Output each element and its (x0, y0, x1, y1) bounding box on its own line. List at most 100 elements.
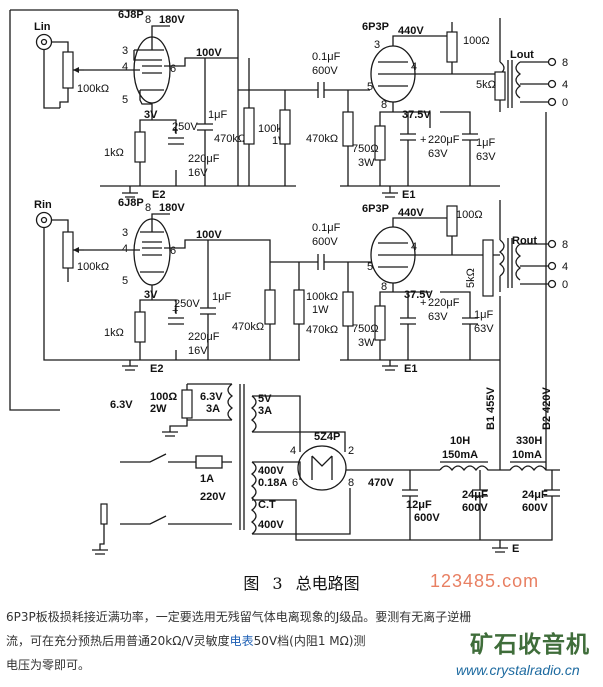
lin-plate-resistor (243, 107, 255, 145)
svg-text:1A: 1A (200, 473, 214, 485)
meter-link[interactable]: 电表 (229, 634, 254, 648)
svg-text:220μF: 220μF (428, 297, 460, 309)
rin-volume-pot (62, 231, 74, 269)
svg-text:470kΩ: 470kΩ (232, 321, 264, 333)
svg-text:5: 5 (367, 261, 373, 273)
svg-text:3: 3 (374, 39, 380, 51)
svg-text:100kΩ: 100kΩ (77, 261, 109, 273)
svg-text:470kΩ: 470kΩ (214, 133, 246, 145)
svg-text:8: 8 (562, 57, 568, 69)
svg-text:250V: 250V (172, 121, 198, 133)
right-channel: Rin 100kΩ 6J8P 8 180V 3 4 6 5 100V 3V 1k… (34, 197, 568, 375)
lin-6j8p-label: 6J8P (118, 9, 144, 21)
svg-text:750Ω: 750Ω (352, 323, 379, 335)
power-supply: 6.3V 100Ω 2W 6.3V 3A 5V 3A 5Z4P 4 2 6 8 … (9, 9, 560, 555)
svg-text:12μF: 12μF (406, 499, 432, 511)
circuit-schematic: Lin 100kΩ 6J8P 8 180V 3 4 6 5 100V 3V 1k… (9, 9, 568, 555)
svg-text:8: 8 (562, 239, 568, 251)
lin-volume-pot (62, 51, 74, 89)
svg-text:16V: 16V (188, 167, 208, 179)
svg-text:2W: 2W (150, 403, 167, 415)
svg-text:1kΩ: 1kΩ (104, 147, 124, 159)
lin-6p3p-label: 6P3P (362, 21, 389, 33)
svg-text:6: 6 (170, 63, 176, 75)
svg-text:63V: 63V (474, 323, 494, 335)
svg-text:4: 4 (411, 241, 417, 253)
svg-text:6.3V: 6.3V (110, 399, 133, 411)
svg-text:6P3P: 6P3P (362, 203, 389, 215)
svg-text:250V: 250V (174, 298, 200, 310)
svg-text:3: 3 (122, 227, 128, 239)
svg-text:100Ω: 100Ω (456, 209, 483, 221)
svg-text:8: 8 (348, 477, 354, 489)
svg-text:+: + (172, 305, 178, 317)
svg-text:3A: 3A (258, 405, 272, 417)
svg-text:+: + (172, 125, 178, 137)
svg-text:5Z4P: 5Z4P (314, 431, 340, 443)
svg-text:1kΩ: 1kΩ (104, 327, 124, 339)
svg-text:1W: 1W (312, 304, 329, 316)
rout-label: Rout (512, 235, 537, 247)
svg-text:600V: 600V (414, 512, 440, 524)
svg-text:4: 4 (122, 61, 128, 73)
svg-text:0.18A: 0.18A (258, 477, 287, 489)
svg-text:E2: E2 (152, 189, 165, 201)
svg-text:C.T: C.T (258, 499, 276, 511)
svg-text:6: 6 (170, 245, 176, 257)
svg-text:400V: 400V (258, 465, 284, 477)
left-channel: Lin 100kΩ 6J8P 8 180V 3 4 6 5 100V 3V 1k… (34, 9, 568, 201)
svg-text:100kΩ: 100kΩ (77, 83, 109, 95)
svg-text:63V: 63V (428, 311, 448, 323)
svg-text:5kΩ: 5kΩ (465, 268, 477, 288)
svg-text:400V: 400V (258, 519, 284, 531)
svg-text:1μF: 1μF (476, 137, 495, 149)
svg-text:100Ω: 100Ω (463, 35, 490, 47)
svg-text:5kΩ: 5kΩ (476, 79, 496, 91)
svg-text:220μF: 220μF (188, 153, 220, 165)
site-logo-url[interactable]: www.crystalradio.cn (456, 662, 580, 678)
svg-text:0.1μF: 0.1μF (312, 222, 341, 234)
svg-text:100Ω: 100Ω (150, 391, 177, 403)
svg-text:220V: 220V (200, 491, 226, 503)
svg-text:100V: 100V (196, 47, 222, 59)
svg-text:470kΩ: 470kΩ (306, 324, 338, 336)
svg-text:E2: E2 (150, 363, 163, 375)
svg-text:5V: 5V (258, 393, 272, 405)
svg-text:0: 0 (562, 279, 568, 291)
svg-text:16V: 16V (188, 345, 208, 357)
svg-text:2: 2 (348, 445, 354, 457)
lin-cathode-750 (374, 125, 386, 161)
svg-text:220μF: 220μF (188, 331, 220, 343)
svg-text:10mA: 10mA (512, 449, 542, 461)
svg-text:4: 4 (411, 61, 417, 73)
article-text: 6P3P板极损耗接近满功率，一定要选用无残留气体电离现象的J级品。要测有无离子逆… (6, 605, 596, 677)
svg-text:600V: 600V (462, 502, 488, 514)
svg-text:330H: 330H (516, 435, 542, 447)
svg-text:100V: 100V (196, 229, 222, 241)
svg-text:6: 6 (292, 477, 298, 489)
svg-text:6J8P: 6J8P (118, 197, 144, 209)
svg-text:37.5V: 37.5V (402, 109, 431, 121)
svg-text:180V: 180V (159, 202, 185, 214)
svg-text:8: 8 (145, 202, 151, 214)
svg-text:600V: 600V (312, 65, 338, 77)
5z4p-rectifier-tube (297, 445, 347, 491)
svg-text:3V: 3V (144, 109, 158, 121)
svg-text:220μF: 220μF (428, 134, 460, 146)
svg-text:37.5V: 37.5V (404, 289, 433, 301)
svg-text:1μF: 1μF (212, 291, 231, 303)
lin-cathode-resistor (134, 131, 146, 163)
svg-text:4: 4 (562, 261, 568, 273)
svg-text:3A: 3A (206, 403, 220, 415)
svg-text:5: 5 (122, 275, 128, 287)
svg-text:24μF: 24μF (462, 489, 488, 501)
svg-text:4: 4 (290, 445, 296, 457)
lout-label: Lout (510, 49, 534, 61)
svg-text:B2 420V: B2 420V (541, 387, 553, 430)
svg-text:3V: 3V (144, 289, 158, 301)
svg-text:4: 4 (562, 79, 568, 91)
svg-text:6.3V: 6.3V (200, 391, 223, 403)
svg-text:24μF: 24μF (522, 489, 548, 501)
svg-text:470kΩ: 470kΩ (306, 133, 338, 145)
note-line-3: 电压为零即可。 (6, 658, 91, 672)
